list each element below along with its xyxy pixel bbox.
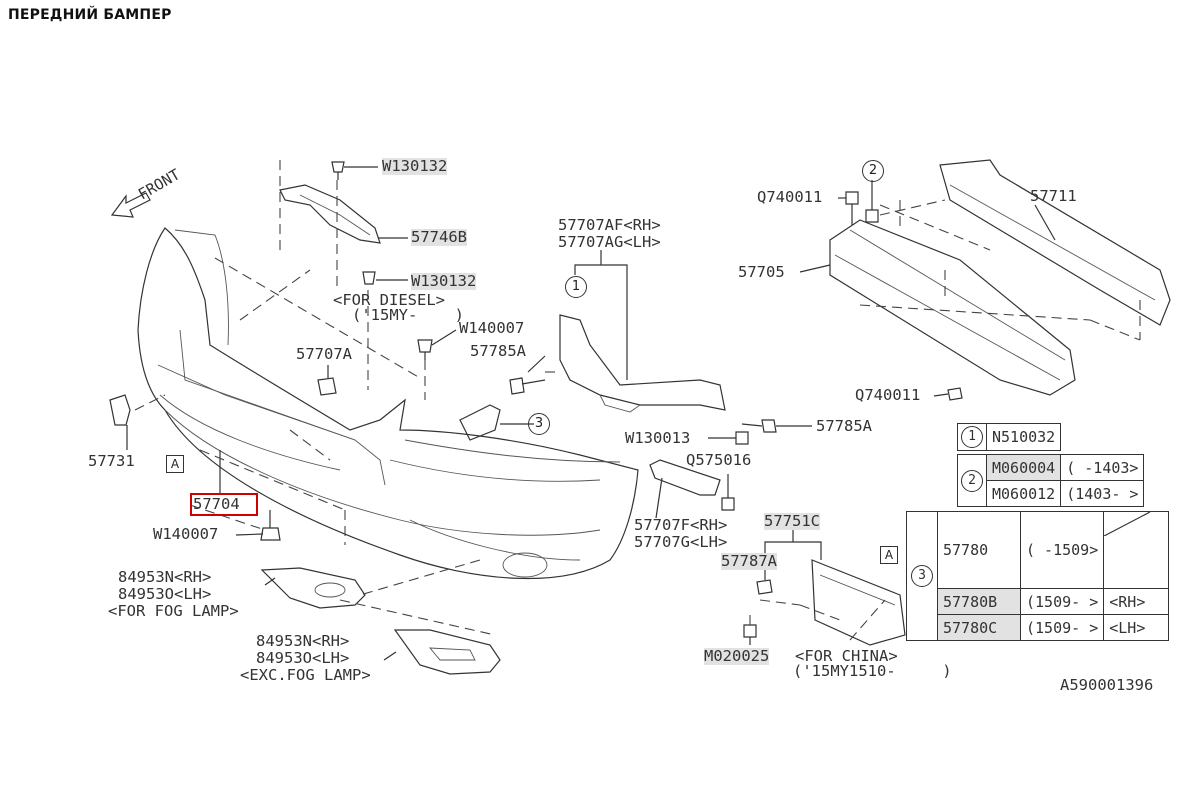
assembly-dashed-lines [134,160,1141,641]
label-57787a[interactable]: 57787A [721,552,777,570]
ref-table-3: 3 57780 ( -1509> 57780B (1509- > <RH> 57… [906,511,1170,641]
label-57746b[interactable]: 57746B [411,228,467,246]
bumper-cover-57704 [137,227,639,580]
label-57707ag[interactable]: 57707AG<LH> [558,233,661,251]
beam-57711 [939,159,1171,326]
table3-num: 3 [911,565,933,587]
table2-row1-range: ( -1403> [1060,454,1145,481]
label-15my: ('15MY- ) [352,306,464,324]
reinforcement-57705 [829,219,1076,396]
diagram-id: A590001396 [1060,676,1154,694]
label-57785a-right[interactable]: 57785A [816,417,872,435]
table3-row3-side: <LH> [1103,614,1170,641]
label-84953n-fog[interactable]: 84953N<RH> [118,568,212,586]
ref-table-1: 1 N510032 [957,423,1062,451]
label-57731[interactable]: 57731 [88,452,135,470]
label-15my1510: ('15MY1510- ) [793,662,952,680]
table3-diagonal [1104,512,1151,536]
table3-row3-range: (1509- > [1019,614,1105,641]
label-w130013[interactable]: W130013 [625,429,691,447]
bolt-57785a-right-icon [741,419,777,433]
marker-a-left: A [166,455,184,473]
table1-code[interactable]: N510032 [985,423,1062,451]
label-w140007-top[interactable]: W140007 [459,319,525,337]
marker-a-right: A [880,546,898,564]
fog-cover-for-fog-lamp [260,567,366,609]
label-q575016[interactable]: Q575016 [686,451,752,469]
clip-w130132-mid-icon [362,271,376,285]
clip-3-icon [459,404,501,441]
front-label: FRONT [135,165,183,203]
table2-num: 2 [961,469,983,492]
plate-bracket-57751c [811,559,906,646]
label-w140007-bot[interactable]: W140007 [153,525,219,543]
label-57785a-left[interactable]: 57785A [470,342,526,360]
clip-57707a-icon [317,377,337,396]
label-57705[interactable]: 57705 [738,263,785,281]
clip-w140007-bot-icon [260,527,281,541]
bolt-q740011-bot-icon [947,387,963,401]
label-exc-fog-lamp: <EXC.FOG LAMP> [240,666,371,684]
front-arrow-icon [110,192,151,218]
table3-row1-code[interactable]: 57780 [937,511,1021,589]
bolt-q740011-top-icon [845,191,859,225]
table3-row1-range: ( -1509> [1019,511,1105,589]
label-m020025[interactable]: M020025 [704,647,770,665]
clip-w130132-top-icon [331,161,345,180]
table3-row3-code[interactable]: 57780C [937,614,1021,641]
bolt-q575016-icon [721,497,735,511]
label-57704-selected[interactable]: 57704 [190,493,258,516]
label-84953o-fog[interactable]: 84953O<LH> [118,585,212,603]
table2-row2-code[interactable]: M060012 [985,480,1062,507]
label-57707af[interactable]: 57707AF<RH> [558,216,661,234]
table2-row2-range: (1403- > [1060,480,1145,507]
marker-3-clip: 3 [528,413,550,435]
table3-row2-code[interactable]: 57780B [937,588,1021,615]
bolt-2-icon [865,209,879,223]
label-57707a[interactable]: 57707A [296,345,352,363]
page-title: ПЕРЕДНИЙ БАМПЕР [8,7,172,23]
label-57707f[interactable]: 57707F<RH> [634,516,728,534]
table2-row1-code[interactable]: M060004 [985,454,1062,481]
clip-w140007-top-icon [417,339,433,360]
label-57711[interactable]: 57711 [1030,187,1077,205]
fog-cover-exc-fog-lamp [393,629,501,675]
bracket-57707af [559,314,726,413]
table3-row1-side [1103,511,1170,589]
label-84953o-exc[interactable]: 84953O<LH> [256,649,350,667]
label-for-china: <FOR CHINA> [795,647,898,665]
bolt-57785a-left-icon [509,377,546,395]
label-w130132-top[interactable]: W130132 [382,157,448,175]
bracket-57746b [279,184,381,244]
label-w130132-mid[interactable]: W130132 [411,272,477,290]
bolt-w130013-icon [735,431,749,445]
label-57751c[interactable]: 57751C [764,512,820,530]
table3-row2-range: (1509- > [1019,588,1105,615]
marker-2-top: 2 [862,160,884,182]
ref-table-2: 2 M060004 ( -1403> M060012 (1403- > [957,454,1145,507]
label-84953n-exc[interactable]: 84953N<RH> [256,632,350,650]
nut-57787a-icon [756,579,773,595]
label-q740011-top[interactable]: Q740011 [757,188,823,206]
screw-m020025-icon [743,624,757,638]
cap-57731-icon [109,394,131,426]
table3-row2-side: <RH> [1103,588,1170,615]
marker-1-top: 1 [565,276,587,298]
label-57707g[interactable]: 57707G<LH> [634,533,728,551]
bracket-57707f [649,459,721,496]
label-q740011-bot[interactable]: Q740011 [855,386,921,404]
label-for-fog-lamp: <FOR FOG LAMP> [108,602,239,620]
leader-lines [126,166,1056,661]
label-for-diesel: <FOR DIESEL> [333,291,445,309]
table1-num: 1 [961,426,983,448]
